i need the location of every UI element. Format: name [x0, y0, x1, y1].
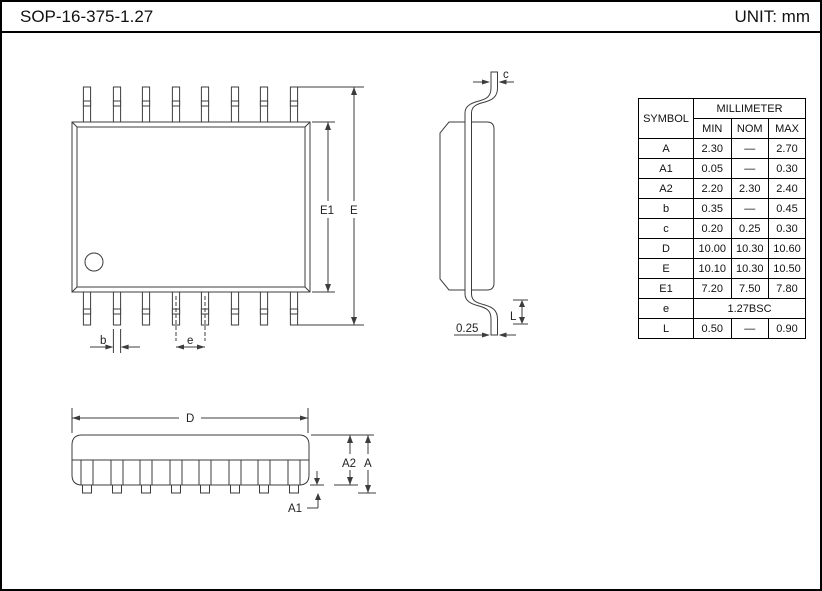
- table-row: e 1.27BSC: [638, 298, 807, 319]
- cell-max: 0.30: [767, 158, 807, 179]
- table-row: A1 0.05 — 0.30: [638, 158, 807, 179]
- cell-min: 0.05: [693, 158, 732, 179]
- dim-label-c: c: [503, 69, 509, 81]
- cell-nom: —: [730, 318, 769, 339]
- top-view-pins-top: [82, 86, 299, 123]
- front-view: D A2 A: [71, 408, 376, 515]
- dim-b: b: [90, 329, 140, 353]
- dim-l: L: [510, 299, 528, 325]
- cell-min: 10.00: [693, 238, 732, 259]
- cell-min: 0.20: [693, 218, 732, 239]
- cell-symbol: A: [638, 138, 694, 159]
- table-row: A 2.30 — 2.70: [638, 138, 807, 159]
- side-view-lead: [464, 71, 498, 336]
- cell-nom: —: [730, 198, 769, 219]
- cell-min: 10.10: [693, 258, 732, 279]
- cell-nom: 10.30: [730, 238, 769, 259]
- cell-symbol: L: [638, 318, 694, 339]
- top-view-pins-bottom: [82, 291, 299, 326]
- cell-max: 7.80: [767, 278, 807, 299]
- cell-min: 0.50: [693, 318, 732, 339]
- top-view-body: [71, 121, 311, 293]
- cell-nom: —: [730, 138, 769, 159]
- dim-label-a2: A2: [342, 458, 356, 470]
- cell-symbol: A1: [638, 158, 694, 179]
- cell-symbol: c: [638, 218, 694, 239]
- cell-symbol: E1: [638, 278, 694, 299]
- dim-label-b: b: [100, 335, 106, 347]
- dim-d: D: [71, 408, 309, 433]
- dim-label-l: L: [510, 311, 517, 323]
- symbol-header: SYMBOL: [638, 98, 694, 139]
- dim-label-gauge: 0.25: [456, 323, 478, 335]
- dim-a2: A2: [311, 434, 374, 486]
- table-row: D 10.00 10.30 10.60: [638, 238, 807, 259]
- cell-symbol: E: [638, 258, 694, 279]
- nom-header: NOM: [730, 118, 769, 139]
- cell-symbol: e: [638, 298, 694, 319]
- cell-nom: 0.25: [730, 218, 769, 239]
- page-title: SOP-16-375-1.27: [20, 7, 154, 26]
- unit-label: UNIT: mm: [734, 7, 810, 26]
- cell-min: 7.20: [693, 278, 732, 299]
- dim-c: c: [473, 69, 514, 85]
- table-row: c 0.20 0.25 0.30: [638, 218, 807, 239]
- cell-min: 0.35: [693, 198, 732, 219]
- table-row: E 10.10 10.30 10.50: [638, 258, 807, 279]
- table-row: A2 2.20 2.30 2.40: [638, 178, 807, 199]
- cell-symbol: A2: [638, 178, 694, 199]
- cell-nom: 10.30: [730, 258, 769, 279]
- dim-pitch: e: [175, 296, 206, 350]
- cell-max: 10.50: [767, 258, 807, 279]
- cell-nom: 2.30: [730, 178, 769, 199]
- cell-span-value: 1.27BSC: [692, 298, 807, 319]
- front-view-leads: [80, 459, 301, 494]
- cell-symbol: D: [638, 238, 694, 259]
- table-row: b 0.35 — 0.45: [638, 198, 807, 219]
- dim-e-width: E: [298, 86, 364, 326]
- top-view: E1 E b: [71, 86, 364, 353]
- dim-a1: A1: [288, 471, 324, 515]
- table-row: L 0.50 — 0.90: [638, 318, 807, 339]
- dim-label-a1: A1: [288, 503, 302, 515]
- cell-nom: 7.50: [730, 278, 769, 299]
- table-subheader-row: MIN NOM MAX: [639, 118, 807, 139]
- pin1-indicator: [84, 252, 104, 272]
- dim-label-pitch: e: [187, 335, 193, 347]
- cell-nom: —: [730, 158, 769, 179]
- cell-max: 2.70: [767, 138, 807, 159]
- cell-max: 10.60: [767, 238, 807, 259]
- dimension-table: SYMBOL MILLIMETER MIN NOM MAX A 2.30 — 2…: [638, 98, 807, 339]
- dim-label-a: A: [364, 458, 372, 470]
- dim-label-e: E: [350, 205, 358, 217]
- min-header: MIN: [693, 118, 732, 139]
- side-view: c 0.25 L: [439, 69, 528, 338]
- cell-max: 0.90: [767, 318, 807, 339]
- dim-label-e1: E1: [320, 205, 334, 217]
- cell-min: 2.20: [693, 178, 732, 199]
- cell-max: 2.40: [767, 178, 807, 199]
- cell-max: 0.45: [767, 198, 807, 219]
- dim-e1: E1: [312, 121, 335, 293]
- dim-a: A: [358, 435, 376, 494]
- table-row: E1 7.20 7.50 7.80: [638, 278, 807, 299]
- dim-label-d: D: [186, 413, 194, 425]
- cell-max: 0.30: [767, 218, 807, 239]
- cell-min: 2.30: [693, 138, 732, 159]
- table-header-row: SYMBOL MILLIMETER: [638, 98, 807, 139]
- cell-symbol: b: [638, 198, 694, 219]
- millimeter-header: MILLIMETER: [692, 98, 807, 119]
- dim-gauge: 0.25: [454, 323, 516, 338]
- max-header: MAX: [767, 118, 807, 139]
- title-bar: SOP-16-375-1.27 UNIT: mm: [2, 2, 820, 33]
